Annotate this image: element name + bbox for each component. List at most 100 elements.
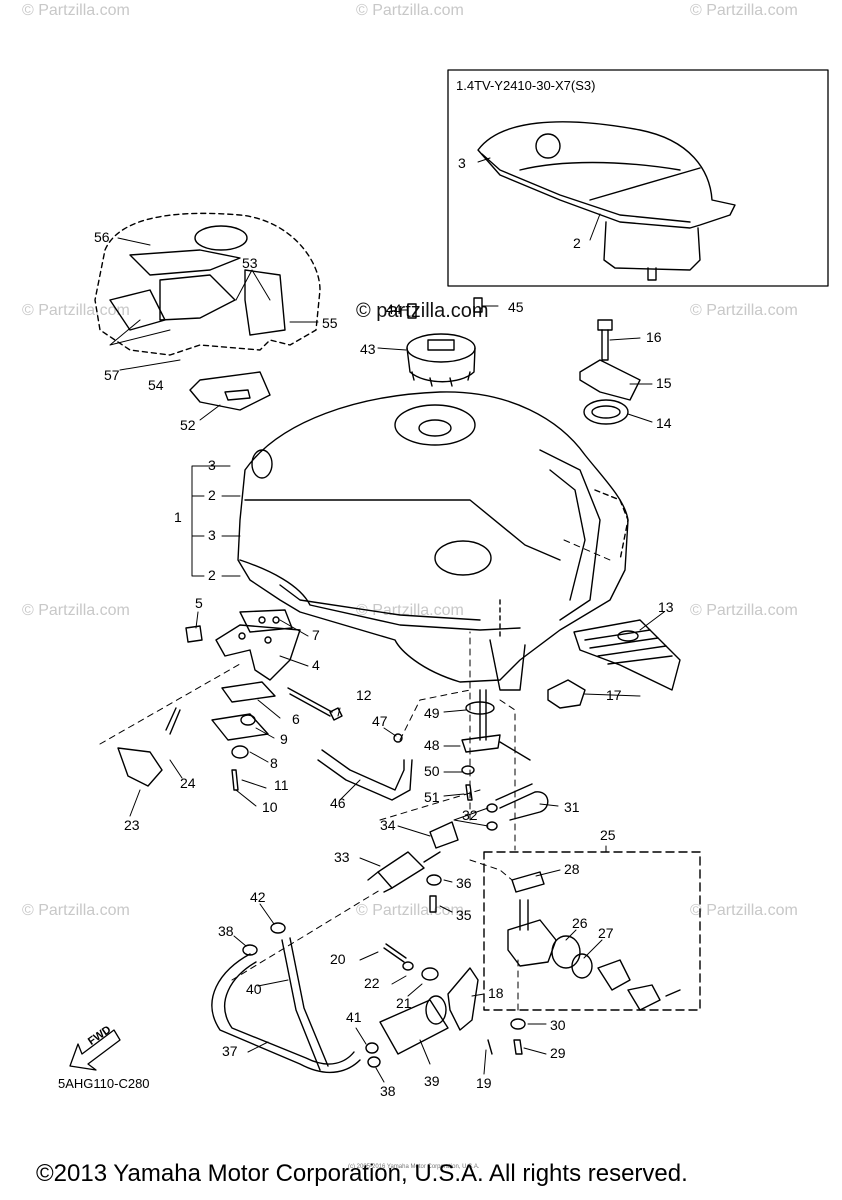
callout-52: 52 (180, 417, 196, 433)
callout-23: 23 (124, 817, 140, 833)
callout-49: 49 (424, 705, 440, 721)
callout-35: 35 (456, 907, 472, 923)
watermark-row2-left: © Partzilla.com (22, 302, 130, 319)
callout-44: 44 (386, 301, 402, 317)
callout-1: 1 (174, 509, 182, 525)
callout-54: 54 (148, 377, 164, 393)
rubber-pad (573, 619, 681, 691)
callout-46: 46 (330, 795, 346, 811)
callout-17: 17 (606, 687, 622, 703)
damper-part (547, 679, 586, 709)
callout-26: 26 (572, 915, 588, 931)
callout-41: 41 (346, 1009, 362, 1025)
callout-9: 9 (280, 731, 288, 747)
watermark-row3-right: © Partzilla.com (690, 602, 798, 619)
callout-25: 25 (600, 827, 616, 843)
callout-32: 32 (462, 807, 478, 823)
callout-16: 16 (646, 329, 662, 345)
watermark-top-left: © Partzilla.com (22, 2, 130, 19)
callout-12: 12 (356, 687, 372, 703)
callout-4: 4 (312, 657, 320, 673)
watermark-row4-right: © Partzilla.com (690, 902, 798, 919)
inset-tank-drawing (477, 121, 736, 281)
sensor-assembly (461, 689, 531, 801)
fuel-cock (507, 871, 681, 1055)
callout-8: 8 (270, 755, 278, 771)
callout-24: 24 (180, 775, 196, 791)
callout-19: 19 (476, 1075, 492, 1091)
callout-27: 27 (598, 925, 614, 941)
callout-21: 21 (396, 995, 412, 1011)
callout-30: 30 (550, 1017, 566, 1033)
washer-36 (426, 874, 442, 886)
hose-31 (486, 783, 549, 831)
fuel-cock-box (483, 851, 701, 1011)
callout-18: 18 (488, 985, 504, 1001)
watermark-row4-center: © Partzilla.com (356, 902, 464, 919)
callout-29: 29 (550, 1045, 566, 1061)
diagram-code: 5AHG110-C280 (58, 1076, 150, 1091)
fuel-tank-body (237, 391, 629, 691)
callout-40: 40 (246, 981, 262, 997)
watermark-row4-left: © Partzilla.com (22, 902, 130, 919)
watermark-center-dark: © partzilla.com (356, 300, 489, 322)
callout-45: 45 (508, 299, 524, 315)
callout-38-bottom: 38 (380, 1083, 396, 1099)
callout-3-bottom: 3 (208, 527, 216, 543)
fine-print: (c) 2005-2016 Yamaha Motor Corporation, … (348, 1164, 480, 1170)
callout-53: 53 (242, 255, 258, 271)
callout-43: 43 (360, 341, 376, 357)
hose-37-40 (211, 922, 381, 1073)
callout-7: 7 (312, 627, 320, 643)
inset-box (447, 69, 829, 287)
callout-55: 55 (322, 315, 338, 331)
fitting-23 (117, 707, 181, 787)
callout-33: 33 (334, 849, 350, 865)
inset-callout-3: 3 (458, 155, 466, 171)
front-bracket-parts (185, 609, 343, 791)
watermark-top-right: © Partzilla.com (690, 2, 798, 19)
fuel-cap (406, 297, 483, 387)
callout-14: 14 (656, 415, 672, 431)
callout-51: 51 (424, 789, 440, 805)
fuel-pump (379, 943, 493, 1055)
inset-callout-2: 2 (573, 235, 581, 251)
knee-pad-assembly (94, 212, 321, 411)
callout-22: 22 (364, 975, 380, 991)
callout-31: 31 (564, 799, 580, 815)
rear-bracket (579, 319, 641, 425)
callout-11: 11 (274, 777, 289, 793)
fuel-filter (367, 821, 459, 893)
watermark-row2-right: © Partzilla.com (690, 302, 798, 319)
callout-28: 28 (564, 861, 580, 877)
callout-57: 57 (104, 367, 120, 383)
callout-39: 39 (424, 1073, 440, 1089)
callout-20: 20 (330, 951, 346, 967)
callout-5: 5 (195, 595, 203, 611)
callout-15: 15 (656, 375, 672, 391)
callout-42: 42 (250, 889, 266, 905)
callout-50: 50 (424, 763, 440, 779)
callout-10: 10 (262, 799, 278, 815)
callout-37: 37 (222, 1043, 238, 1059)
callout-38-top: 38 (218, 923, 234, 939)
fwd-arrow-icon (69, 1029, 121, 1071)
screw-35 (429, 895, 437, 913)
hose-46 (317, 733, 413, 801)
watermark-row3-center: © Partzilla.com (356, 602, 464, 619)
callout-6: 6 (292, 711, 300, 727)
callout-3-top: 3 (208, 457, 216, 473)
watermark-row3-left: © Partzilla.com (22, 602, 130, 619)
callout-2-bottom: 2 (208, 567, 216, 583)
callout-48: 48 (424, 737, 440, 753)
callout-36: 36 (456, 875, 472, 891)
copyright-notice: ©2013 Yamaha Motor Corporation, U.S.A. A… (36, 1160, 688, 1187)
callout-34: 34 (380, 817, 396, 833)
callout-47: 47 (372, 713, 388, 729)
inset-title: 1.4TV-Y2410-30-X7(S3) (456, 78, 596, 93)
callout-2-top: 2 (208, 487, 216, 503)
watermark-top-center: © Partzilla.com (356, 2, 464, 19)
callout-56: 56 (94, 229, 110, 245)
callout-13: 13 (658, 599, 674, 615)
